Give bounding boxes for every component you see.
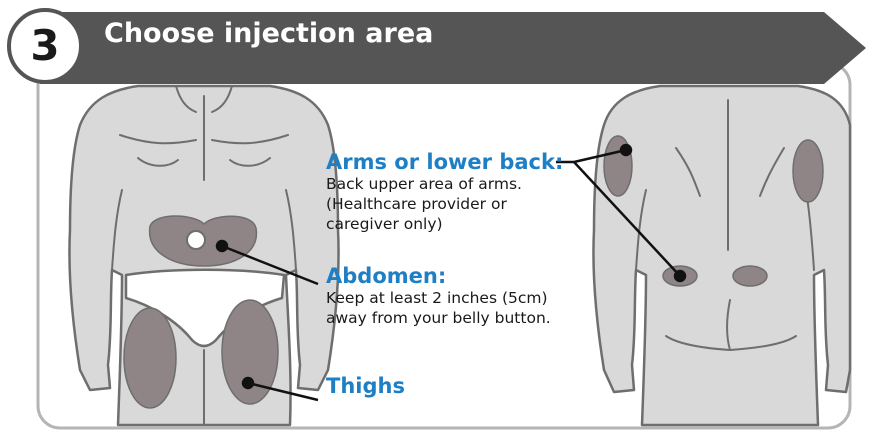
belly-button <box>187 231 205 249</box>
page-title: Choose injection area <box>104 18 433 50</box>
arms-site-title: Arms or lower back: <box>326 150 563 174</box>
abdomen-site-title: Abdomen: <box>326 264 551 288</box>
arms-desc-line: caregiver only) <box>326 214 563 234</box>
thighs-site-title: Thighs <box>326 374 405 398</box>
back-body <box>593 86 850 425</box>
right-lower-back-site <box>733 266 767 286</box>
arms-site-callout: Arms or lower back: Back upper area of a… <box>326 150 563 234</box>
right-upper-arm-site <box>793 140 823 202</box>
abdomen-site-callout: Abdomen: Keep at least 2 inches (5cm) aw… <box>326 264 551 328</box>
abdomen-desc-line: Keep at least 2 inches (5cm) <box>326 288 551 308</box>
arms-site-description: Back upper area of arms. (Healthcare pro… <box>326 174 563 234</box>
abdomen-site-description: Keep at least 2 inches (5cm) away from y… <box>326 288 551 328</box>
step-number: 3 <box>14 15 76 77</box>
left-thigh-site <box>124 308 176 408</box>
abdomen-desc-line: away from your belly button. <box>326 308 551 328</box>
arms-desc-line: Back upper area of arms. <box>326 174 563 194</box>
arms-desc-line: (Healthcare provider or <box>326 194 563 214</box>
thighs-site-callout: Thighs <box>326 374 405 398</box>
